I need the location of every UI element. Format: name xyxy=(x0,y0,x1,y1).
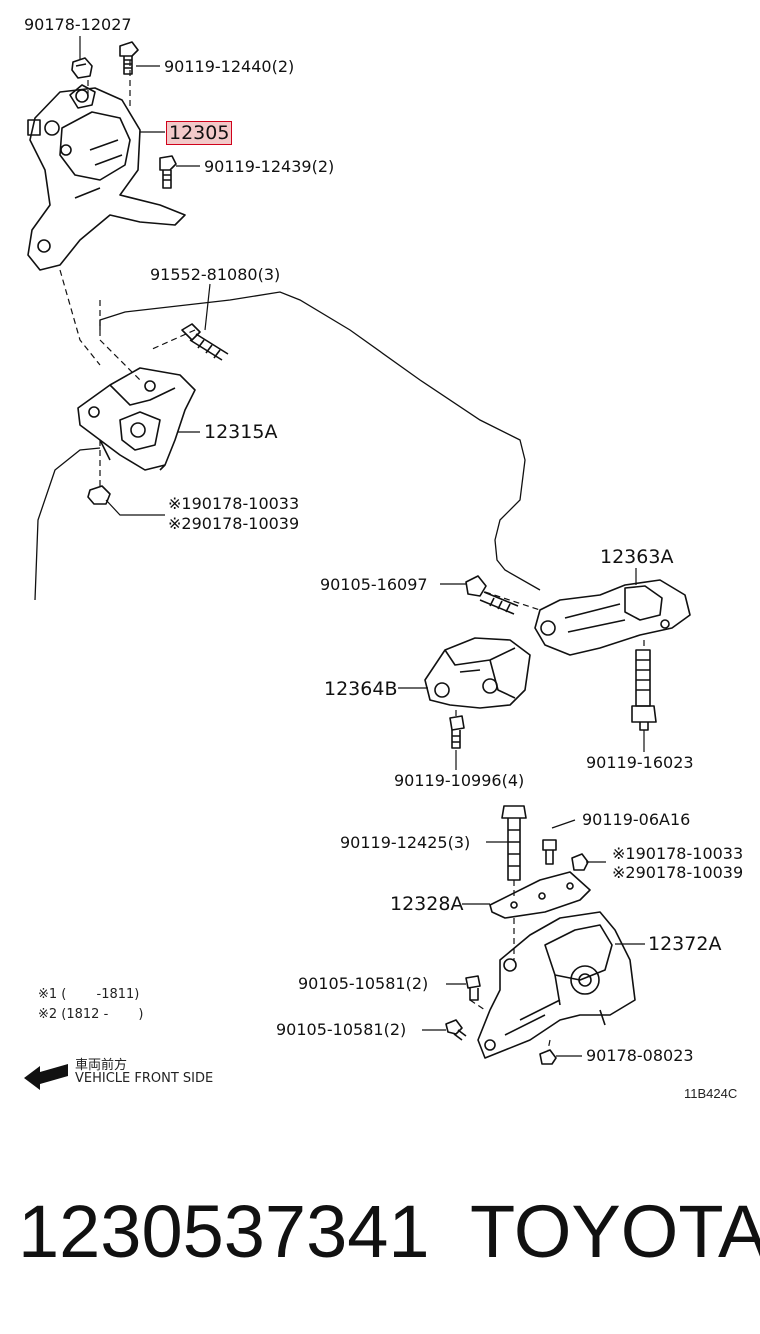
label-90105-10581-b: 90105-10581(2) xyxy=(276,1020,407,1039)
bracket-12315A xyxy=(77,367,196,471)
label-90178-10039-a: ※290178-10039 xyxy=(168,514,300,533)
label-90105-10581-a: 90105-10581(2) xyxy=(298,974,429,993)
note-2: ※2 (1812 - ) xyxy=(38,1007,144,1022)
bolt-90119-10996 xyxy=(449,715,465,749)
label-12372A: 12372A xyxy=(648,933,722,955)
label-90178-10033-b: ※190178-10033 xyxy=(612,844,744,863)
bolt-90105-16097 xyxy=(465,575,519,615)
label-90119-12425: 90119-12425(3) xyxy=(340,833,471,852)
label-91552-81080: 91552-81080(3) xyxy=(150,265,281,284)
bolt-91552-81080 xyxy=(181,323,229,361)
part-number: 1230537341 xyxy=(18,1190,430,1273)
leader-lines xyxy=(79,36,645,1057)
label-90119-12440: 90119-12440(2) xyxy=(164,57,295,76)
front-label-jp: 車両前方 xyxy=(75,1058,128,1073)
plate-12328A xyxy=(489,871,591,919)
brand-name: TOYOTA xyxy=(470,1190,760,1273)
mount-12372A xyxy=(477,911,636,1059)
bolt-90119-06A16 xyxy=(542,839,557,865)
nut-90178-10033-a xyxy=(87,485,111,505)
torque-rod-12363A xyxy=(534,579,691,656)
engine-mount-bracket-12305 xyxy=(27,84,186,271)
note-1: ※1 ( -1811) xyxy=(38,987,140,1002)
nut-90178-08023 xyxy=(539,1049,557,1065)
label-90178-10039-b: ※290178-10039 xyxy=(612,863,744,882)
bolt-90119-12425 xyxy=(501,805,527,881)
label-12305-highlighted[interactable]: 12305 xyxy=(166,121,233,145)
label-12328A: 12328A xyxy=(390,893,464,915)
nut-90178-12027 xyxy=(71,57,93,79)
label-12363A: 12363A xyxy=(600,546,674,568)
bolt-90105-10581-b xyxy=(445,1019,467,1041)
bolt-90119-12440 xyxy=(119,41,139,75)
label-12364B: 12364B xyxy=(324,678,398,700)
bolt-90119-16023 xyxy=(631,649,657,731)
label-90178-10033-a: ※190178-10033 xyxy=(168,494,300,513)
label-90119-16023: 90119-16023 xyxy=(586,753,694,772)
label-90178-08023: 90178-08023 xyxy=(586,1046,694,1065)
vehicle-body-outline xyxy=(34,291,541,601)
front-arrow-icon xyxy=(24,1064,68,1090)
label-12315A: 12315A xyxy=(204,421,278,443)
label-90119-06A16: 90119-06A16 xyxy=(582,810,691,829)
diagram-code: 11B424C xyxy=(684,1086,738,1101)
label-90119-12439: 90119-12439(2) xyxy=(204,157,335,176)
bolt-90119-12439 xyxy=(159,155,177,189)
label-90178-12027: 90178-12027 xyxy=(24,15,132,34)
guide-lines xyxy=(59,60,645,1051)
nut-90178-10033-b xyxy=(571,853,589,871)
front-label-en: VEHICLE FRONT SIDE xyxy=(75,1071,214,1086)
label-90105-16097: 90105-16097 xyxy=(320,575,428,594)
label-90119-10996: 90119-10996(4) xyxy=(394,771,525,790)
mount-12364B xyxy=(424,637,531,709)
bolt-90105-10581-a xyxy=(465,975,481,1001)
